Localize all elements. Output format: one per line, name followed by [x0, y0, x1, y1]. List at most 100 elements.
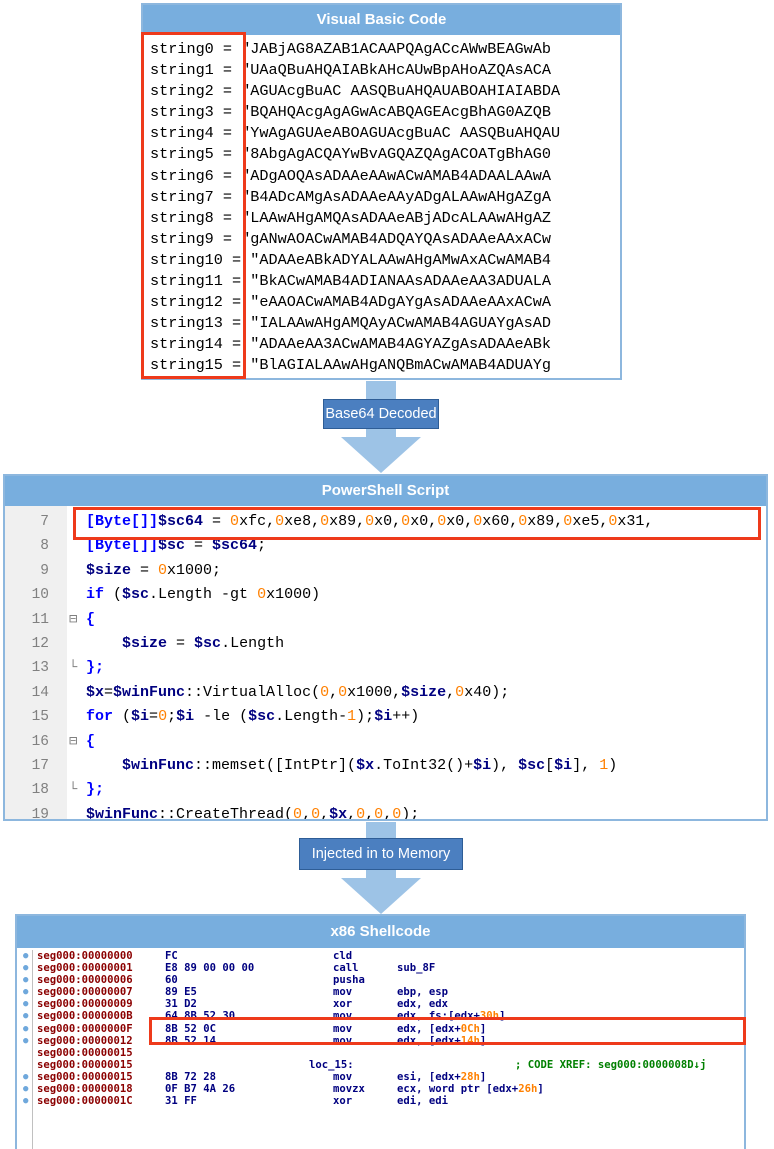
line-number: 9 — [40, 562, 49, 579]
vb-panel-title: Visual Basic Code — [143, 5, 620, 35]
fold-end-icon: └ — [69, 660, 78, 677]
vb-line: string4 = "YwAgAGUAeABOAGUAcgBuAC AASQBu… — [150, 124, 561, 143]
sc-address: seg000:00000018 — [37, 1083, 133, 1096]
sc-bullet-icon: ● — [23, 975, 29, 986]
fold-collapse-icon[interactable]: ⊟ — [69, 611, 78, 628]
line-number: 8 — [40, 538, 49, 555]
line-number: 13 — [31, 660, 49, 677]
line-number: 14 — [31, 684, 49, 701]
sc-operands: edi, edi — [397, 1095, 449, 1108]
line-number: 19 — [31, 806, 49, 821]
line-number: 7 — [40, 514, 49, 530]
sc-address: seg000:00000015 — [37, 1058, 133, 1071]
sc-bullet-icon: ● — [23, 1035, 29, 1046]
sc-address: seg000:00000015 — [37, 1070, 133, 1083]
line-number: 16 — [31, 733, 49, 750]
line-number: 17 — [31, 757, 49, 774]
sc-address: seg000:0000000F — [37, 1022, 133, 1035]
ps-code-text: { — [86, 732, 96, 750]
ps-shellcode-highlight — [73, 507, 761, 540]
sc-address: seg000:0000000B — [37, 1010, 133, 1023]
fold-collapse-icon[interactable]: ⊟ — [69, 733, 78, 750]
sc-mnemonic: xor — [333, 1095, 353, 1108]
sc-operands: ecx, word ptr [edx+26h] — [397, 1083, 544, 1096]
sc-address: seg000:00000012 — [37, 1034, 133, 1047]
sc-opcode-bytes: FC — [165, 950, 178, 962]
sc-mnemonic: mov — [333, 1070, 353, 1083]
line-number: 11 — [31, 611, 49, 628]
inject-arrow: Injected in to Memory — [299, 822, 463, 914]
sc-opcode-bytes: 89 E5 — [165, 986, 197, 999]
ps-code-line: 19$winFunc::CreateThread(0,0,$x,0,0,0); — [5, 803, 766, 821]
sc-disasm-line: seg000:00000015 — [17, 1047, 744, 1059]
ps-code-text: [Byte[]]$sc = $sc64; — [86, 537, 267, 555]
sc-mnemonic: mov — [333, 1022, 353, 1035]
decode-arrow-head — [341, 437, 421, 473]
inject-arrow-head — [341, 878, 421, 914]
sc-opcode-bytes: E8 89 00 00 00 — [165, 962, 255, 975]
line-number: 18 — [31, 782, 49, 799]
vb-line: string2 = "AGUAcgBuAC AASQBuAHQAUABOAHIA… — [150, 82, 561, 101]
ps-code-line: 16 ⊟ { — [5, 730, 766, 754]
sc-opcode-bytes: 0F B7 4A 26 — [165, 1083, 236, 1096]
sc-opcode-bytes: 31 D2 — [165, 998, 197, 1011]
sc-bullet-icon: ● — [23, 951, 29, 961]
sc-mnemonic: call — [333, 962, 359, 975]
ps-code-text: { — [86, 610, 96, 628]
ps-panel-title: PowerShell Script — [5, 476, 766, 506]
sc-bullet-icon: ● — [23, 1084, 29, 1095]
sc-operands: edx, [edx+0Ch] — [397, 1022, 487, 1035]
ps-code-line: 12 $size = $sc.Length — [5, 632, 766, 656]
sc-bullet-icon: ● — [23, 963, 29, 974]
sc-disasm-line: ● seg000:00000018 0F B7 4A 26 movzx ecx, wor… — [17, 1083, 744, 1095]
sc-address: seg000:00000009 — [37, 998, 133, 1011]
fold-end-icon: └ — [69, 782, 78, 799]
sc-opcode-bytes: 8B 72 28 — [165, 1070, 217, 1083]
base64-decoded-label: Base64 Decoded — [323, 399, 439, 429]
sc-bullet-icon: ● — [23, 1011, 29, 1022]
vb-line: string6 = "ADgAOQAsADAAeAAwACwAMAB4ADAAL… — [150, 166, 552, 185]
sc-bullet-icon: ● — [23, 999, 29, 1010]
sc-mnemonic: xor — [333, 998, 353, 1011]
ps-code-text: for ($i=0;$i -le ($sc.Length-1);$i++) — [86, 708, 420, 726]
sc-bullet-divider — [32, 950, 33, 1149]
ps-code-line: 14$x=$winFunc::VirtualAlloc(0,0x1000,$si… — [5, 681, 766, 705]
line-number: 15 — [31, 709, 49, 726]
line-number-gutter — [5, 506, 67, 819]
sc-bullet-icon: ● — [23, 1023, 29, 1034]
vb-line: string3 = "BQAHQAcgAgAGwAcABQAGEAcgBhAG0… — [150, 103, 552, 122]
ps-code-lines: 7[Byte[]]$sc64 = 0xfc,0xe8,0x89,0x0,0x0,… — [5, 510, 766, 821]
ps-code-text: if ($sc.Length -gt 0x1000) — [86, 586, 321, 604]
line-number: 12 — [31, 635, 49, 652]
sc-comment: ; CODE XREF: seg000:0000008D↓j — [515, 1058, 707, 1071]
vb-line: string7 = "B4ADcAMgAsADAAeAAyADgALAAwAHg… — [150, 187, 552, 206]
injected-memory-label: Injected in to Memory — [299, 838, 463, 870]
vb-line: string0 = "JABjAG8AZAB1ACAAPQAgACcAWwBEA… — [150, 40, 552, 58]
ps-code-line: 9 $size = 0x1000; — [5, 559, 766, 583]
sc-operands: sub_8F — [397, 962, 436, 975]
ps-code-text: }; — [86, 781, 105, 799]
sc-panel-title: x86 Shellcode — [17, 916, 744, 948]
ps-code-line: 15 for ($i=0;$i -le ($sc.Length-1);$i++) — [5, 705, 766, 729]
sc-opcode-bytes: 60 — [165, 974, 178, 987]
vb-code-panel: Visual Basic Code string0 = "JABjAG8AZAB… — [141, 3, 622, 380]
sc-address: seg000:0000001C — [37, 1095, 133, 1108]
ps-code-text: $size = 0x1000; — [86, 561, 222, 579]
sc-bullet-icon: ● — [23, 1071, 29, 1082]
vb-code-lines: string0 = "JABjAG8AZAB1ACAAPQAgACcAWwBEA… — [150, 39, 560, 377]
vb-line: string1 = "UAaQBuAHQAIABkAHcAUwBpAHoAZQA… — [150, 61, 552, 80]
sc-mnemonic: movzx — [333, 1083, 365, 1096]
